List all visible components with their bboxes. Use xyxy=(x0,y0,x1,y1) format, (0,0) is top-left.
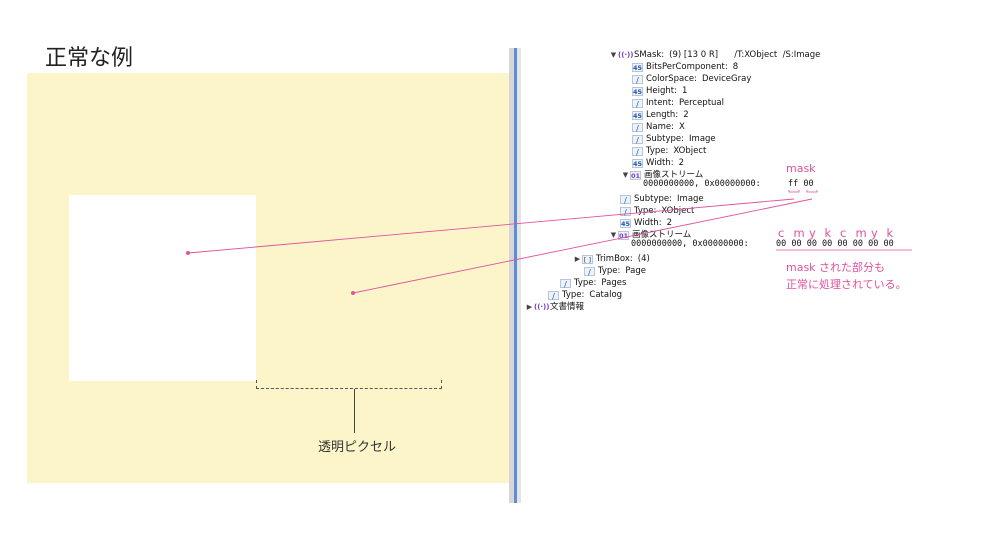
disclosure-triangle-open-icon[interactable]: ▼ xyxy=(622,171,629,179)
bracket-stem-line xyxy=(354,389,355,433)
dictionary-icon: ((·)) xyxy=(534,302,550,311)
ff-byte-bracket xyxy=(788,190,800,193)
tree-row-smask[interactable]: ▼ ((·)) SMask: (9) [13 0 R] /T:XObject /… xyxy=(610,50,821,60)
array-icon: [ ] xyxy=(582,254,593,264)
dictionary-icon: ((·)) xyxy=(618,50,634,59)
connector-ff-to-white xyxy=(187,198,795,254)
number-icon: 45 xyxy=(620,218,631,228)
pane-splitter[interactable] xyxy=(509,48,521,503)
hex-bytes-outer: 00 00 00 00 00 00 00 00 xyxy=(776,239,894,249)
tree-row-docinfo[interactable]: ▶ ((·)) 文書情報 xyxy=(526,302,585,312)
tree-row-width-outer[interactable]: 45 Width: 2 xyxy=(620,218,672,228)
tree-row-bitspercomponent[interactable]: 45 BitsPerComponent: 8 xyxy=(632,62,739,72)
tree-row-height[interactable]: 45 Height: 1 xyxy=(632,86,688,96)
name-slash-icon: / xyxy=(632,146,643,157)
disclosure-triangle-closed-icon[interactable]: ▶ xyxy=(574,255,581,263)
number-icon: 45 xyxy=(632,86,643,96)
tree-row-name[interactable]: / Name: X xyxy=(632,121,685,133)
name-slash-icon: / xyxy=(620,206,631,217)
tree-row-stream-inner[interactable]: ▼ 01 画像ストリーム xyxy=(622,170,704,180)
stream-icon: 01 xyxy=(630,170,641,180)
tree-row-intent[interactable]: / Intent: Perceptual xyxy=(632,97,724,109)
annotation-note-line2: 正常に処理されている。 xyxy=(786,278,907,291)
name-slash-icon: / xyxy=(584,266,595,277)
number-icon: 45 xyxy=(632,110,643,120)
opaque-white-region xyxy=(69,195,256,381)
name-slash-icon: / xyxy=(632,74,643,85)
annotation-note-line1: mask された部分も xyxy=(786,261,886,274)
name-slash-icon: / xyxy=(632,134,643,145)
tree-row-type-outer[interactable]: / Type: XObject xyxy=(620,205,694,217)
tree-row-colorspace[interactable]: / ColorSpace: DeviceGray xyxy=(632,73,751,85)
tree-row-subtype-outer[interactable]: / Subtype: Image xyxy=(620,193,704,205)
name-slash-icon: / xyxy=(560,278,571,289)
disclosure-triangle-open-icon[interactable]: ▼ xyxy=(610,231,617,239)
name-slash-icon: / xyxy=(632,122,643,133)
name-slash-icon: / xyxy=(548,290,559,301)
name-slash-icon: / xyxy=(620,194,631,205)
transparent-pixel-bracket xyxy=(256,380,442,389)
tree-row-length[interactable]: 45 Length: 2 xyxy=(632,110,689,120)
hex-offset-inner: 0000000000, 0x00000000: xyxy=(643,179,761,189)
connector-dot-white xyxy=(186,251,190,255)
disclosure-triangle-open-icon[interactable]: ▼ xyxy=(610,51,617,59)
number-icon: 45 xyxy=(632,62,643,72)
number-icon: 45 xyxy=(632,158,643,168)
connector-dot-transparent xyxy=(351,291,355,295)
00-byte-bracket xyxy=(806,190,818,193)
tree-row-type-inner[interactable]: / Type: XObject xyxy=(632,145,706,157)
mask-annotation-label: mask xyxy=(786,162,816,175)
tree-row-width-inner[interactable]: 45 Width: 2 xyxy=(632,158,684,168)
name-slash-icon: / xyxy=(632,98,643,109)
connector-00-to-transparent xyxy=(352,198,813,294)
tree-row-subtype-inner[interactable]: / Subtype: Image xyxy=(632,133,716,145)
tree-row-trimbox[interactable]: ▶ [ ] TrimBox: (4) xyxy=(574,254,650,264)
tree-row-type-page[interactable]: / Type: Page xyxy=(584,265,646,277)
transparent-pixel-label: 透明ピクセル xyxy=(318,440,397,455)
stream-icon: 01 xyxy=(618,230,629,240)
hex-bytes-inner: ff 00 xyxy=(788,179,814,189)
tree-row-type-pages[interactable]: / Type: Pages xyxy=(560,277,626,289)
disclosure-triangle-closed-icon[interactable]: ▶ xyxy=(526,303,533,311)
tree-row-type-catalog[interactable]: / Type: Catalog xyxy=(548,289,622,301)
hex-offset-outer: 0000000000, 0x00000000: xyxy=(631,239,749,249)
tree-row-stream-outer[interactable]: ▼ 01 画像ストリーム xyxy=(610,230,692,240)
page-title: 正常な例 xyxy=(45,46,134,71)
